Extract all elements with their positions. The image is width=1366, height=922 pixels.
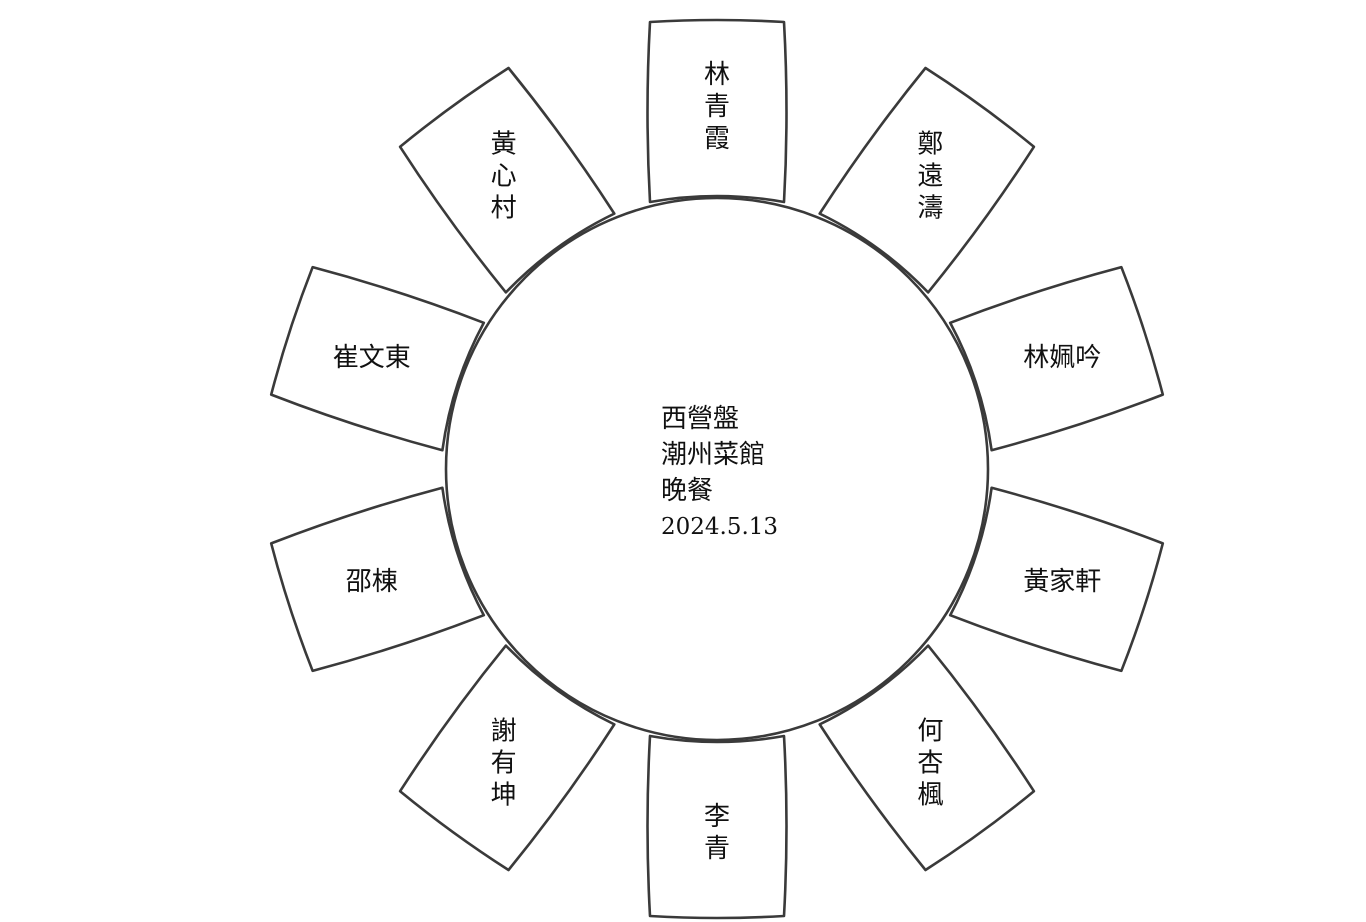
guest-name: 何杏楓 <box>917 717 943 811</box>
guest-name: 林姵吟 <box>1023 343 1101 373</box>
guest-name: 崔文東 <box>333 343 411 373</box>
chair-4 <box>948 486 1165 673</box>
chair-6 <box>646 734 788 920</box>
guest-name: 黃家軒 <box>1023 567 1101 597</box>
chair-1 <box>646 18 788 204</box>
table-venue: 西營盤 <box>661 404 739 434</box>
guest-name: 李青 <box>704 802 730 864</box>
chairs-group <box>269 18 1165 920</box>
chair-5 <box>818 644 1036 872</box>
table-circle <box>444 196 990 742</box>
round-table: 西營盤 潮州菜館 晚餐 2024.5.13 <box>444 196 990 742</box>
guest-name: 林青霞 <box>704 60 730 154</box>
table-meal: 晚餐 <box>661 476 713 506</box>
guest-name: 邵棟 <box>346 567 398 597</box>
guest-name: 謝有坤 <box>491 717 517 811</box>
chair-3 <box>948 265 1165 452</box>
chair-8 <box>269 486 486 673</box>
chair-7 <box>398 644 616 872</box>
chair-10 <box>398 66 616 294</box>
guest-name: 黃心村 <box>491 129 517 223</box>
guest-name: 鄭遠濤 <box>917 129 943 223</box>
chair-9 <box>269 265 486 452</box>
table-date: 2024.5.13 <box>661 514 778 540</box>
table-restaurant: 潮州菜館 <box>661 440 765 470</box>
chair-2 <box>818 66 1036 294</box>
guest-labels-group: 林青霞鄭遠濤林姵吟黃家軒何杏楓李青 謝有坤 邵棟 崔文東 黃心村 <box>333 60 1101 864</box>
